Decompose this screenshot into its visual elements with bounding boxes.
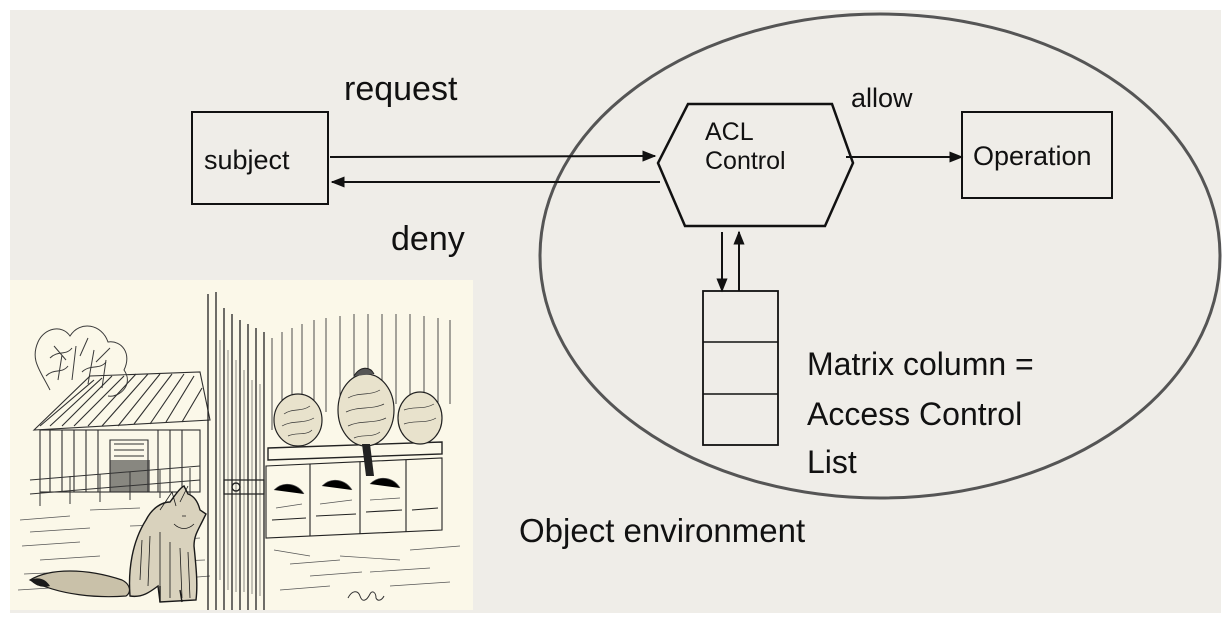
subject-label: subject: [204, 145, 290, 175]
object-environment-label: Object environment: [519, 512, 806, 549]
access-control-label: Access Control: [807, 396, 1023, 432]
request-label: request: [344, 70, 458, 108]
operation-label: Operation: [973, 141, 1092, 171]
illustration-signature: [347, 591, 385, 601]
list-label: List: [807, 444, 857, 480]
matrix-column-label: Matrix column =: [807, 346, 1034, 382]
request-arrow: [329, 150, 657, 162]
object-environment-ellipse: [538, 12, 1222, 500]
allow-label: allow: [851, 83, 913, 113]
acl-label: ACL: [705, 118, 754, 146]
acl-control-hexagon: [656, 102, 855, 228]
deny-label: deny: [391, 220, 465, 258]
access-control-list-column: [702, 290, 779, 446]
acl-control-label: Control: [705, 147, 786, 175]
fox-henhouse-illustration: [10, 280, 473, 610]
subject-box: [191, 111, 329, 205]
